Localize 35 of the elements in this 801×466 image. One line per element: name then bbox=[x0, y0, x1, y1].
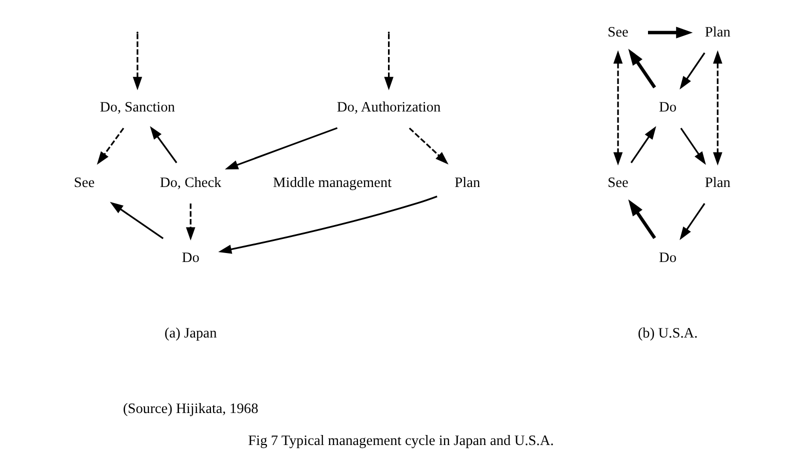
caption: Fig 7 Typical management cycle in Japan and U.S.A. bbox=[248, 432, 554, 449]
node-text: See bbox=[607, 24, 628, 40]
arrow bbox=[109, 202, 164, 240]
arrow bbox=[712, 50, 722, 166]
node-text: Do, Sanction bbox=[99, 100, 175, 116]
node-text: Plan bbox=[704, 174, 730, 191]
arrow bbox=[612, 50, 622, 166]
node-text: Do bbox=[658, 250, 676, 266]
arrow bbox=[680, 128, 706, 165]
arrow bbox=[630, 126, 656, 164]
arrow bbox=[185, 203, 195, 241]
arrow bbox=[679, 203, 705, 240]
node-text: Do bbox=[658, 100, 676, 116]
arrow bbox=[96, 128, 124, 165]
node-text: Do, Authorization bbox=[336, 100, 440, 116]
arrow bbox=[224, 127, 338, 170]
label: (Source) Hijikata, 1968 bbox=[122, 400, 258, 417]
arrow bbox=[132, 34, 142, 90]
node-text: Do, Check bbox=[159, 174, 221, 191]
arrow bbox=[149, 126, 177, 164]
arrow bbox=[679, 52, 705, 90]
label: (b) U.S.A. bbox=[637, 326, 698, 342]
arrow bbox=[628, 199, 656, 239]
node-text: Plan bbox=[704, 24, 730, 40]
node-text: Do bbox=[181, 250, 199, 266]
node-text: See bbox=[607, 174, 628, 191]
arrow bbox=[408, 128, 448, 164]
arrow bbox=[648, 26, 692, 38]
arrow bbox=[628, 48, 656, 88]
label: (a) Japan bbox=[164, 326, 216, 342]
arrow bbox=[218, 196, 437, 254]
arrow bbox=[384, 34, 393, 90]
node-text: Plan bbox=[454, 174, 480, 191]
node-text: See bbox=[73, 174, 94, 191]
label: Middle management bbox=[272, 174, 392, 191]
